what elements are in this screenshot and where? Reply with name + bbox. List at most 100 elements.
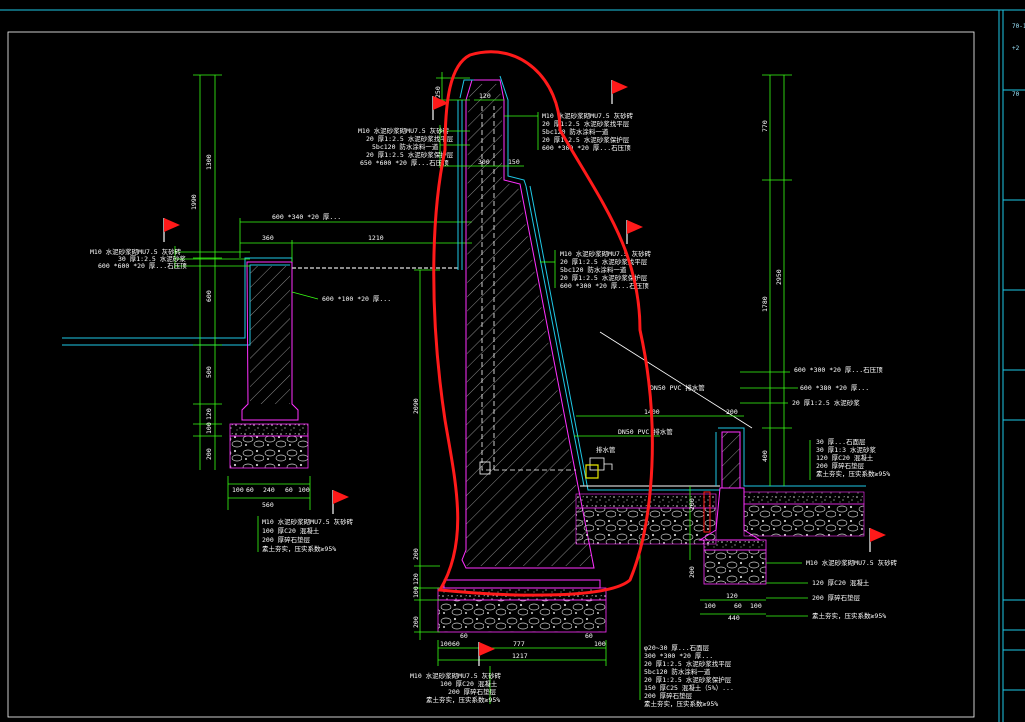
- dim-text: 2090: [412, 398, 420, 414]
- callout-text: 5bc120 防水涂料一道: [372, 142, 439, 151]
- dim-text: 1990: [190, 194, 198, 210]
- callout-text: 20 厚1:2.5 水泥砂浆保护层: [366, 150, 454, 159]
- drawing-frame: [0, 9, 1025, 722]
- dim-text: 1300: [205, 154, 213, 170]
- dim-text: 60: [452, 640, 460, 648]
- dim-text: 200: [412, 616, 420, 628]
- callout-text: 100 厚C20 混凝土: [262, 526, 320, 535]
- callout-text: 600 *300 *20 厚...石压顶: [542, 144, 631, 152]
- callout-text: 20 厚1:2.5 水泥砂浆找平层: [644, 659, 732, 668]
- callout-text: DN50 PVC 排水管: [618, 427, 673, 436]
- right-area-section: 770 2950 1780 400 600 *300 *20 厚...石压顶 6…: [576, 74, 898, 708]
- callout-text: 20 厚1:2.5 水泥砂浆找平层: [542, 119, 630, 128]
- dim-text: 60: [246, 486, 254, 494]
- callout-text: 150 厚C25 混凝土（5%）...: [644, 683, 734, 692]
- dim-text: 200: [205, 448, 213, 460]
- dim-text: 100: [704, 602, 716, 610]
- panel-text: 70: [1012, 91, 1020, 98]
- callout-text: 200 厚碎石垫层: [262, 535, 311, 544]
- callout-text: 120 厚C20 混凝土: [812, 578, 870, 587]
- callout-text: 20 厚1:2.5 水泥砂浆找平层: [560, 257, 648, 266]
- flag-icon: [163, 218, 180, 242]
- callout-text: 5bc120 防水涂料一道: [560, 265, 627, 274]
- dim-text: 500: [205, 366, 213, 378]
- dim-text: 100: [298, 486, 310, 494]
- flag-icon: [869, 528, 886, 552]
- dim-text: 2950: [775, 269, 783, 285]
- dim-text: 1780: [761, 296, 769, 312]
- flag-icon: [332, 490, 349, 514]
- callout-text: 600 *600 *20 厚...石压顶: [98, 262, 187, 270]
- panel-text: +2: [1012, 45, 1020, 52]
- callout-text: 素土夯实，压实系数≥95%: [426, 695, 500, 704]
- callout-text: 100 厚C20 混凝土: [440, 679, 498, 688]
- callout-text: 600 *300 *20 厚...石压顶: [794, 366, 883, 374]
- callout-text: 650 *600 *20 厚...石压顶: [360, 159, 449, 167]
- dim-text: 120: [479, 92, 491, 100]
- callout-text: 200 厚碎石垫层: [812, 593, 861, 602]
- flag-icon: [478, 642, 495, 666]
- callout-text: M10 水泥砂浆砌MU7.5 灰砂砖: [806, 558, 898, 567]
- dim-text: 400: [761, 450, 769, 462]
- dim-text: 100: [205, 422, 213, 434]
- dim-text: 120: [205, 408, 213, 420]
- dim-text: 240: [263, 486, 275, 494]
- callout-text: M10 水泥砂浆砌MU7.5 灰砂砖: [358, 126, 450, 135]
- dim-text: 60: [585, 632, 593, 640]
- dim-text: 770: [761, 120, 769, 132]
- callout-text: M10 水泥砂浆砌MU7.5 灰砂砖: [90, 247, 182, 256]
- flag-icon: [432, 96, 449, 120]
- callout-text: 5bc120 防水涂料一道: [542, 127, 609, 136]
- flag-icon: [626, 220, 643, 244]
- dim-text: 200: [688, 566, 696, 578]
- dim-text: 1217: [512, 652, 528, 660]
- dim-text: 60: [460, 632, 468, 640]
- callout-text: 20 厚1:2.5 水泥砂浆保护层: [560, 273, 648, 282]
- callout-text: 5bc120 防水涂料一道: [644, 667, 711, 676]
- left-wall-section: 1990 1300 600 500 120 100 200 600 *340 *…: [62, 74, 472, 553]
- dim-text: 777: [513, 640, 525, 648]
- dim-text: 120: [726, 592, 738, 600]
- callout-text: 300 *300 *20 厚...: [644, 652, 713, 660]
- callout-text: 600 *380 *20 厚...: [800, 384, 869, 392]
- callout-text: 20 厚1:2.5 水泥砂浆: [792, 398, 860, 407]
- callout-text: M10 水泥砂浆砌MU7.5 灰砂砖: [560, 249, 652, 258]
- callout-text: 素土夯实，压实系数≥95%: [816, 469, 890, 478]
- callout-text: DN50 PVC 排水管: [650, 383, 705, 392]
- callout-text: 200 厚碎石垫层: [448, 687, 497, 696]
- callout-text: 200 厚碎石垫层: [816, 461, 865, 470]
- callout-text: 排水管: [596, 445, 616, 454]
- dim-text: 100: [412, 586, 420, 598]
- dim-text: 60: [734, 602, 742, 610]
- dim-text: 100: [750, 602, 762, 610]
- callout-text: 素土夯实，压实系数≥95%: [644, 699, 718, 708]
- callout-text: 30 厚1:2.5 水泥砂浆: [118, 254, 186, 263]
- dim-text: 250: [434, 86, 442, 98]
- callout-text: 600 *300 *20 厚...石压顶: [560, 282, 649, 290]
- dim-text: 200: [688, 498, 696, 510]
- callout-text: 600 *340 *20 厚...: [272, 213, 341, 221]
- callout-text: 600 *100 *20 厚...: [322, 295, 391, 303]
- callout-text: 20 厚1:2.5 水泥砂浆保护层: [542, 135, 630, 144]
- dim-text: 100: [594, 640, 606, 648]
- dim-text: 200: [726, 408, 738, 416]
- dim-text: 300: [478, 158, 490, 166]
- dim-text: 600: [205, 290, 213, 302]
- dim-text: 60: [285, 486, 293, 494]
- flag-markers: [163, 80, 886, 666]
- callout-text: M10 水泥砂浆砌MU7.5 灰砂砖: [542, 111, 634, 120]
- callout-text: M10 水泥砂浆砌MU7.5 灰砂砖: [410, 671, 502, 680]
- dim-text: 100: [232, 486, 244, 494]
- callout-text: 30 厚1:3 水泥砂浆: [816, 445, 876, 454]
- dim-text: 150: [508, 158, 520, 166]
- callout-text: 30 厚...石面层: [816, 438, 866, 446]
- callout-text: 200 厚碎石垫层: [644, 691, 693, 700]
- callout-text: 素土夯实，压实系数≥95%: [262, 544, 336, 553]
- dim-text: 560: [262, 501, 274, 509]
- flag-icon: [611, 80, 628, 104]
- center-wall-section: 250 120 300 150 2090 200 120 100 200 100…: [358, 72, 753, 704]
- callout-text: φ20~30 厚...石面层: [644, 644, 710, 652]
- dim-text: 100: [440, 640, 452, 648]
- dim-text: 200: [412, 548, 420, 560]
